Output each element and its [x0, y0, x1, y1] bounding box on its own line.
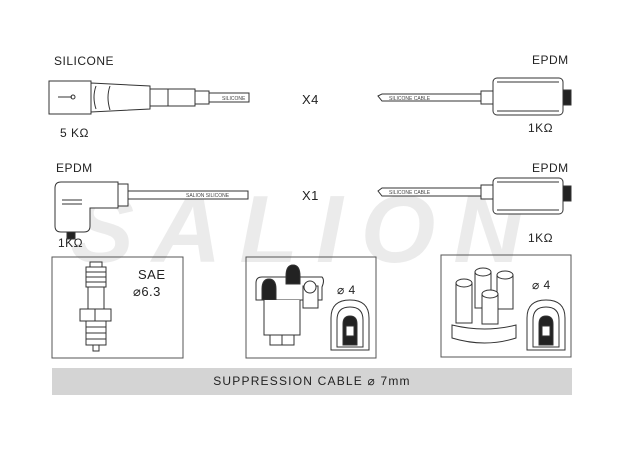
terminal-b-diameter: ⌀ 4 [532, 278, 551, 292]
row2-left-cable-print: SALION SILICONE [186, 193, 230, 199]
row1-left-cable-print: SILICONE [222, 96, 246, 102]
row1-left-resistance: 5 KΩ [60, 126, 89, 140]
row2-left-resistance: 1KΩ [58, 236, 84, 250]
row2-quantity: X1 [302, 188, 319, 203]
spark-plug-icon [79, 261, 112, 352]
row1-right-material: EPDM [532, 53, 569, 67]
row2-right-material: EPDM [532, 161, 569, 175]
distributor-cap-icon [451, 267, 517, 344]
cable-spec-text: SUPPRESSION CABLE ⌀ 7mm [213, 374, 411, 388]
row1-right-straight-boot [377, 77, 572, 116]
spark-plug-standard: SAE [138, 267, 166, 282]
row2-right-resistance: 1KΩ [528, 231, 554, 245]
terminal-section-icon [330, 299, 370, 351]
row1-left-material: SILICONE [54, 54, 115, 68]
box-terminal-4mm-a [245, 256, 377, 359]
row2-right-straight-boot [377, 177, 572, 215]
spark-plug-diameter: ⌀6.3 [133, 284, 161, 299]
terminal-section-icon-b [526, 299, 566, 351]
row1-left-straight-boot [48, 80, 250, 115]
row2-right-cable-print: SILICONE CABLE [389, 190, 431, 196]
row2-left-material: EPDM [56, 161, 93, 175]
box-terminal-4mm-b [440, 254, 572, 358]
terminal-a-diameter: ⌀ 4 [337, 283, 356, 297]
box-spark-plug [51, 256, 184, 359]
row1-right-cable-print: SILICONE CABLE [389, 96, 431, 102]
cable-spec-banner: SUPPRESSION CABLE ⌀ 7mm [52, 368, 572, 395]
row1-quantity: X4 [302, 92, 319, 107]
row1-right-resistance: 1KΩ [528, 121, 554, 135]
distributor-connector-icon [255, 264, 324, 346]
row2-left-angled-boot [54, 181, 249, 240]
